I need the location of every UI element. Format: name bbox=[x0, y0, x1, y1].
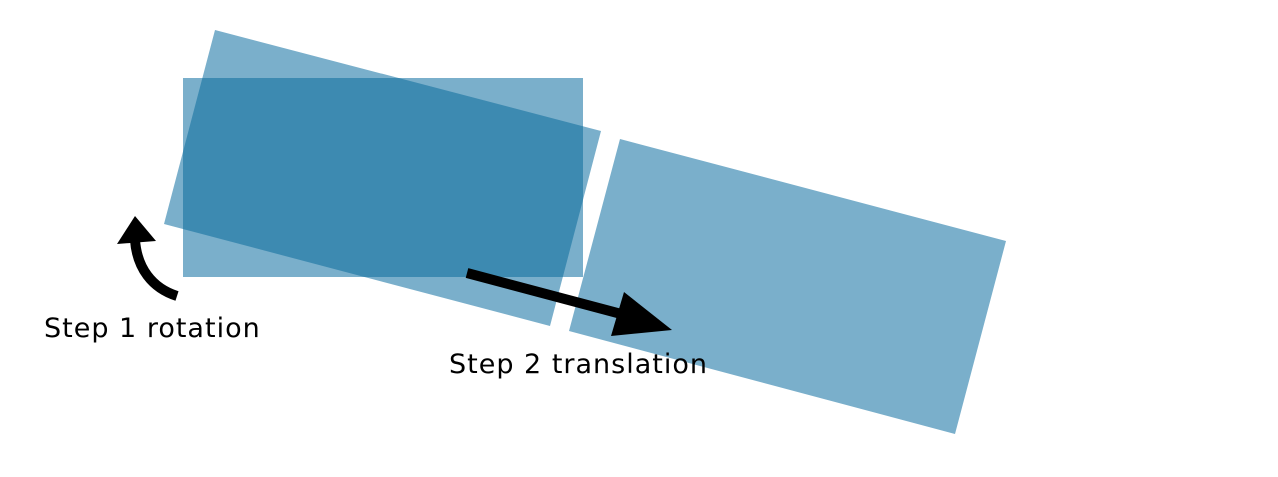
overlap-region bbox=[183, 78, 583, 277]
step-1-rotation-label: Step 1 rotation bbox=[44, 313, 261, 344]
rotation-arrow bbox=[117, 216, 179, 301]
step-2-translation-label: Step 2 translation bbox=[449, 349, 708, 380]
translation-arrow bbox=[465, 268, 672, 336]
translated-rectangle bbox=[569, 139, 1006, 434]
